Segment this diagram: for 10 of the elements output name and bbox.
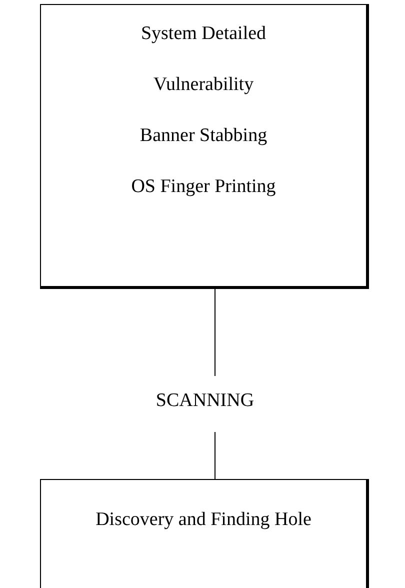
- box-text: System Detailed: [140, 23, 266, 44]
- connector-line: [214, 432, 216, 480]
- process-box: [40, 479, 369, 588]
- connector-line: [214, 288, 216, 376]
- box-text: Vulnerability: [153, 74, 254, 95]
- box-text: OS Finger Printing: [131, 176, 276, 197]
- stage-label: SCANNING: [156, 390, 254, 411]
- process-box: [40, 4, 369, 289]
- box-text: Banner Stabbing: [140, 125, 268, 146]
- box-text: Discovery and Finding Hole: [96, 509, 312, 530]
